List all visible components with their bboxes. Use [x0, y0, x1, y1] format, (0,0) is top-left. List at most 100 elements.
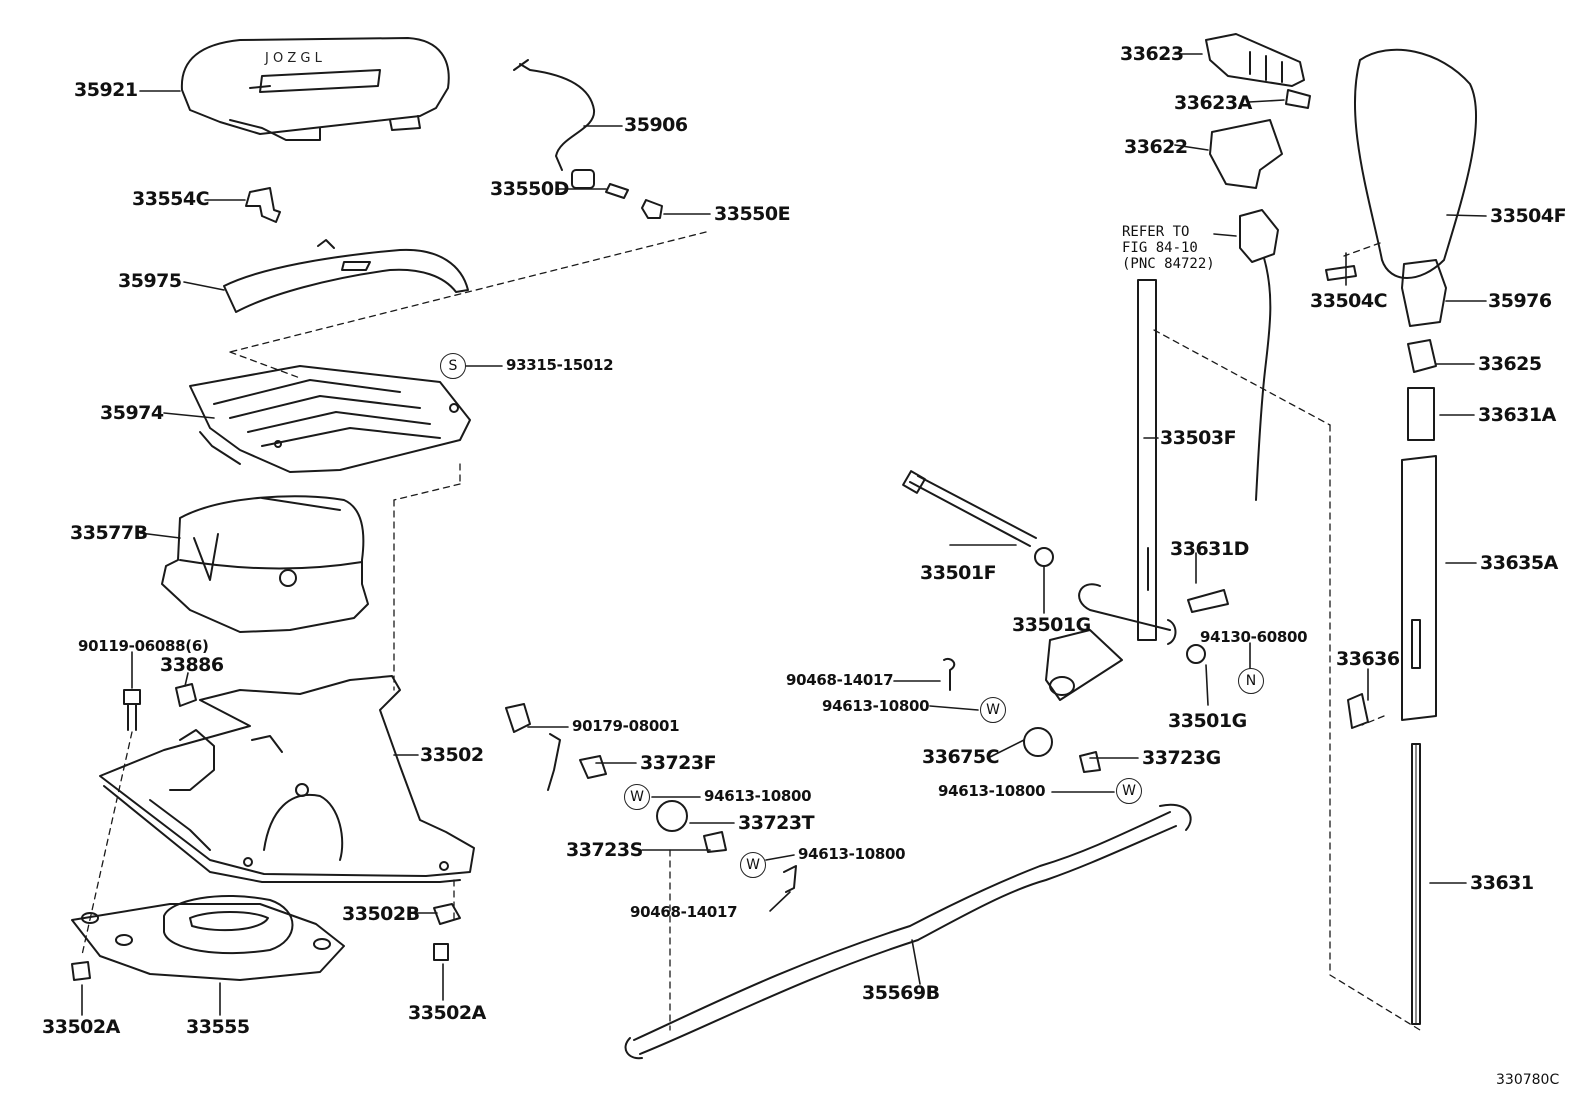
part-33635A-lever-sub	[1401, 455, 1437, 721]
part-33723S-collar	[703, 831, 727, 853]
label-94613-10800-d[interactable]: 94613-10800	[938, 782, 1046, 800]
label-33623A[interactable]: 33623A	[1174, 92, 1252, 114]
part-35921-shift-indicator-cover: J O Z G L	[180, 37, 450, 141]
part-33502-shift-lever-base	[99, 675, 475, 883]
part-33622-cover	[1209, 119, 1283, 189]
part-33623-button	[1205, 33, 1305, 87]
part-35975-guide	[223, 239, 469, 313]
label-35921[interactable]: 35921	[74, 79, 138, 101]
label-33501G-a[interactable]: 33501G	[1012, 614, 1091, 636]
part-33636-clip	[1347, 693, 1369, 729]
part-33723F-pin	[579, 755, 607, 779]
label-33577B[interactable]: 33577B	[70, 522, 148, 544]
label-33554C[interactable]: 33554C	[132, 188, 210, 210]
label-33631A[interactable]: 33631A	[1478, 404, 1556, 426]
part-33631D-pin	[1187, 589, 1229, 613]
label-33622[interactable]: 33622	[1124, 136, 1188, 158]
label-33504F[interactable]: 33504F	[1490, 205, 1567, 227]
label-90119-06088[interactable]: 90119-06088(6)	[78, 637, 209, 655]
label-33550D[interactable]: 33550D	[490, 178, 569, 200]
part-switch-with-cord	[1239, 209, 1279, 501]
part-link-arm	[547, 733, 561, 791]
label-33501F[interactable]: 33501F	[920, 562, 997, 584]
svg-text:J O Z G L: J O Z G L	[264, 51, 323, 66]
label-94613-10800-a[interactable]: 94613-10800	[704, 787, 812, 805]
label-33635A[interactable]: 33635A	[1480, 552, 1558, 574]
symbol-w-circle-2: W	[740, 852, 766, 878]
part-90119-bolt	[123, 689, 141, 731]
label-33675C[interactable]: 33675C	[922, 746, 1000, 768]
part-33550D-bulb	[605, 183, 629, 199]
label-33723S[interactable]: 33723S	[566, 839, 643, 861]
label-33504C[interactable]: 33504C	[1310, 290, 1388, 312]
label-33636[interactable]: 33636	[1336, 648, 1400, 670]
label-33502A-right[interactable]: 33502A	[408, 1002, 486, 1024]
label-94130-60800[interactable]: 94130-60800	[1200, 628, 1308, 646]
leader-lines	[81, 53, 1487, 1016]
label-33550E[interactable]: 33550E	[714, 203, 791, 225]
part-33501G-bushing-b	[1186, 644, 1206, 664]
label-94613-10800-b[interactable]: 94613-10800	[798, 845, 906, 863]
label-33502B[interactable]: 33502B	[342, 903, 420, 925]
part-33555-boot-plate	[71, 894, 345, 981]
part-33502A-left-nut	[71, 961, 91, 981]
part-33504F-knob	[1353, 48, 1478, 279]
symbol-n-circle: N	[1238, 668, 1264, 694]
part-33723T-bushing	[656, 800, 688, 832]
part-90468-clip-lower	[783, 865, 797, 893]
label-33631[interactable]: 33631	[1470, 872, 1534, 894]
illustration-code: 330780C	[1496, 1072, 1560, 1088]
label-33625[interactable]: 33625	[1478, 353, 1542, 375]
part-33623A-spring	[1285, 89, 1311, 109]
symbol-w-circle-1: W	[624, 784, 650, 810]
part-33577B-dust-cover	[161, 495, 369, 633]
part-90468-clip-upper	[943, 658, 956, 691]
part-33554C-clip	[245, 187, 281, 223]
label-90468-14017-a[interactable]: 90468-14017	[786, 671, 894, 689]
part-33503F-lever-sub-assembly	[1045, 279, 1177, 701]
label-33723F[interactable]: 33723F	[640, 752, 717, 774]
label-93315-15012[interactable]: 93315-15012	[506, 356, 614, 374]
part-35906-wire-harness	[513, 59, 596, 189]
label-33503F[interactable]: 33503F	[1160, 427, 1237, 449]
part-33502A-right-nut	[433, 943, 449, 961]
label-35569B[interactable]: 35569B	[862, 982, 940, 1004]
part-33886-block	[175, 683, 197, 707]
label-33555[interactable]: 33555	[186, 1016, 250, 1038]
label-33501G-b[interactable]: 33501G	[1168, 710, 1247, 732]
part-33723G-collar	[1079, 751, 1101, 773]
label-90179-08001[interactable]: 90179-08001	[572, 717, 680, 735]
symbol-s-circle: S	[440, 353, 466, 379]
label-33631D[interactable]: 33631D	[1170, 538, 1249, 560]
part-33550E-socket	[641, 199, 663, 219]
label-35975[interactable]: 35975	[118, 270, 182, 292]
label-33502A-left[interactable]: 33502A	[42, 1016, 120, 1038]
part-35569B-shift-rod	[624, 803, 1192, 1060]
symbol-w-circle-4: W	[1116, 778, 1142, 804]
part-35976-knob-insert	[1401, 259, 1447, 327]
label-33623[interactable]: 33623	[1120, 43, 1184, 65]
part-33631A-spring	[1407, 387, 1435, 441]
part-33625-button-lock	[1407, 339, 1437, 373]
part-33631-rod	[1411, 743, 1421, 1025]
label-33723T[interactable]: 33723T	[738, 812, 815, 834]
part-33501G-bushing-a	[1034, 547, 1054, 567]
part-35974-position-plate	[189, 365, 471, 473]
label-35906[interactable]: 35906	[624, 114, 688, 136]
label-35974[interactable]: 35974	[100, 402, 164, 424]
label-90468-14017-b[interactable]: 90468-14017	[630, 903, 738, 921]
part-33502B-bushing	[433, 903, 461, 925]
symbol-w-circle-3: W	[980, 697, 1006, 723]
part-90179-nut	[505, 703, 531, 733]
part-33501F-shaft-pin	[902, 470, 1037, 547]
label-35976[interactable]: 35976	[1488, 290, 1552, 312]
part-33675C-bushing	[1023, 727, 1053, 757]
refer-note: REFER TO FIG 84-10 (PNC 84722)	[1122, 224, 1215, 272]
label-33886[interactable]: 33886	[160, 654, 224, 676]
part-33504C-screw	[1325, 265, 1357, 281]
label-33502[interactable]: 33502	[420, 744, 484, 766]
label-94613-10800-c[interactable]: 94613-10800	[822, 697, 930, 715]
label-33723G[interactable]: 33723G	[1142, 747, 1221, 769]
